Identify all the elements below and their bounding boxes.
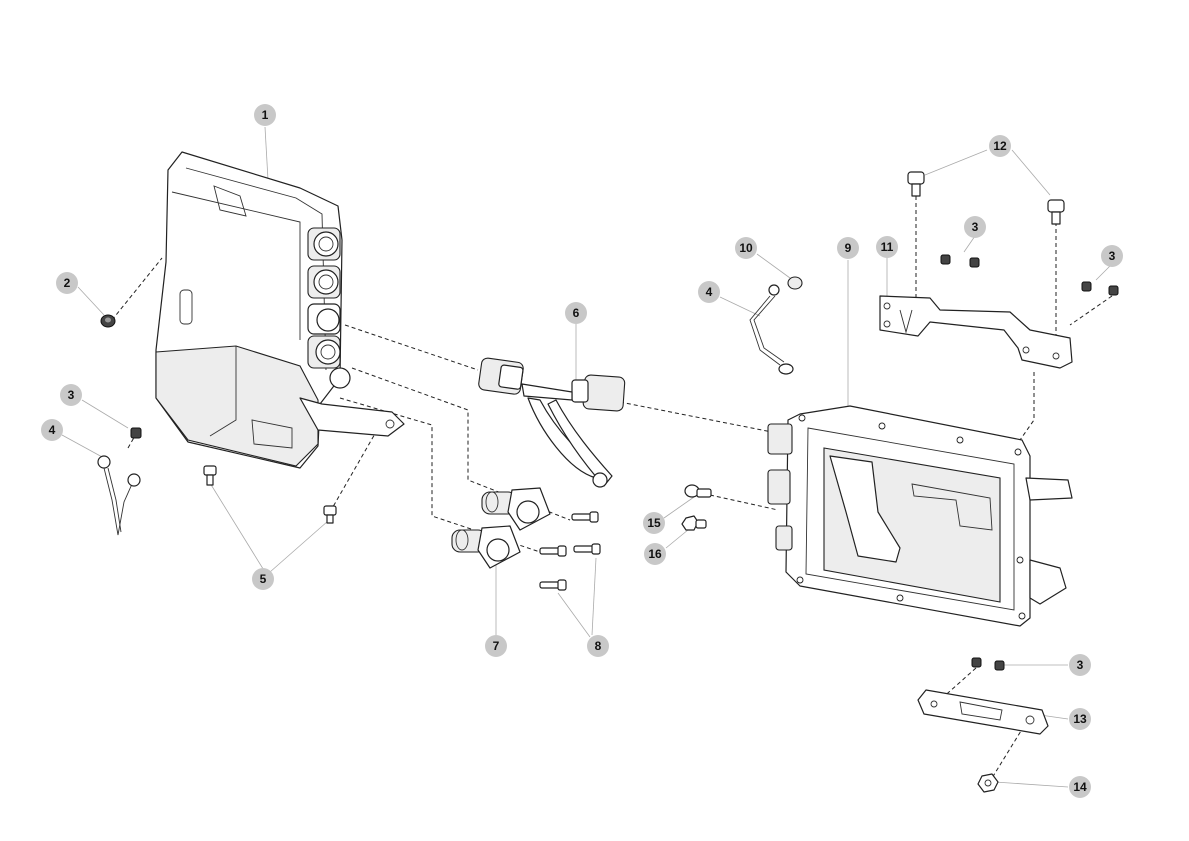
callout-12: 12 [989, 135, 1011, 157]
svg-text:14: 14 [1073, 780, 1087, 794]
upper-bracket [879, 295, 1073, 369]
connector-port-2 [307, 265, 341, 299]
svg-text:13: 13 [1073, 712, 1087, 726]
connector-port-4 [307, 335, 341, 369]
wiring-harness [478, 357, 626, 488]
bolt-part-15 [684, 484, 712, 498]
screw-part-8-b [539, 545, 567, 557]
lower-bracket [917, 689, 1049, 735]
screw-part-8-d [539, 579, 567, 591]
svg-text:3: 3 [972, 220, 979, 234]
svg-text:9: 9 [845, 241, 852, 255]
nut-part-3-left [130, 427, 142, 439]
socket-part-7-b [451, 525, 521, 569]
nut-part-3-right-b [1108, 285, 1119, 296]
callout-8: 8 [587, 635, 609, 657]
svg-text:5: 5 [260, 572, 267, 586]
callout-1: 1 [254, 104, 276, 126]
svg-text:3: 3 [1077, 658, 1084, 672]
callout-4: 4 [698, 281, 720, 303]
nut-part-3-top-a [940, 254, 951, 265]
bolt-part-5-a [203, 465, 217, 486]
nut-part-3-lower-a [971, 657, 982, 668]
callout-3: 3 [1101, 245, 1123, 267]
svg-text:16: 16 [648, 547, 662, 561]
callout-2: 2 [56, 272, 78, 294]
callout-10: 10 [735, 237, 757, 259]
svg-text:6: 6 [573, 306, 580, 320]
nut-part-10 [787, 276, 803, 290]
svg-text:7: 7 [493, 639, 500, 653]
svg-text:2: 2 [64, 276, 71, 290]
connector-port-3 [307, 303, 341, 335]
callout-3: 3 [1069, 654, 1091, 676]
screw-part-8-a [571, 511, 599, 523]
callout-13: 13 [1069, 708, 1091, 730]
callout-16: 16 [644, 543, 666, 565]
nut-part-14 [977, 773, 999, 793]
callout-7: 7 [485, 635, 507, 657]
callout-14: 14 [1069, 776, 1091, 798]
svg-text:12: 12 [993, 139, 1007, 153]
callout-15: 15 [643, 512, 665, 534]
bolt-part-5-b [323, 505, 337, 524]
bolt-part-12-a [907, 171, 925, 197]
callout-3: 3 [964, 216, 986, 238]
callout-4: 4 [41, 419, 63, 441]
right-module-housing [767, 405, 1073, 627]
socket-part-7-a [481, 487, 551, 531]
callout-3: 3 [60, 384, 82, 406]
nut-part-3-top-b [969, 257, 980, 268]
callout-5: 5 [252, 568, 274, 590]
ground-strap-left [97, 455, 141, 536]
svg-text:10: 10 [739, 241, 753, 255]
bolt-part-16 [681, 515, 707, 531]
svg-text:15: 15 [647, 516, 661, 530]
svg-text:8: 8 [595, 639, 602, 653]
nut-part-2 [100, 314, 116, 328]
svg-text:3: 3 [68, 388, 75, 402]
bolt-part-12-b [1047, 199, 1065, 225]
ground-strap-right [749, 284, 794, 375]
svg-text:3: 3 [1109, 249, 1116, 263]
screw-part-8-c [573, 543, 601, 555]
svg-text:11: 11 [881, 240, 894, 254]
svg-text:1: 1 [262, 108, 269, 122]
connector-port-1 [307, 227, 341, 261]
callout-9: 9 [837, 237, 859, 259]
nut-part-3-lower-b [994, 660, 1005, 671]
nut-part-3-right-a [1081, 281, 1092, 292]
svg-text:4: 4 [706, 285, 713, 299]
control-unit-housing [155, 151, 405, 469]
callout-6: 6 [565, 302, 587, 324]
svg-text:4: 4 [49, 423, 56, 437]
callout-11: 11 [876, 236, 898, 258]
